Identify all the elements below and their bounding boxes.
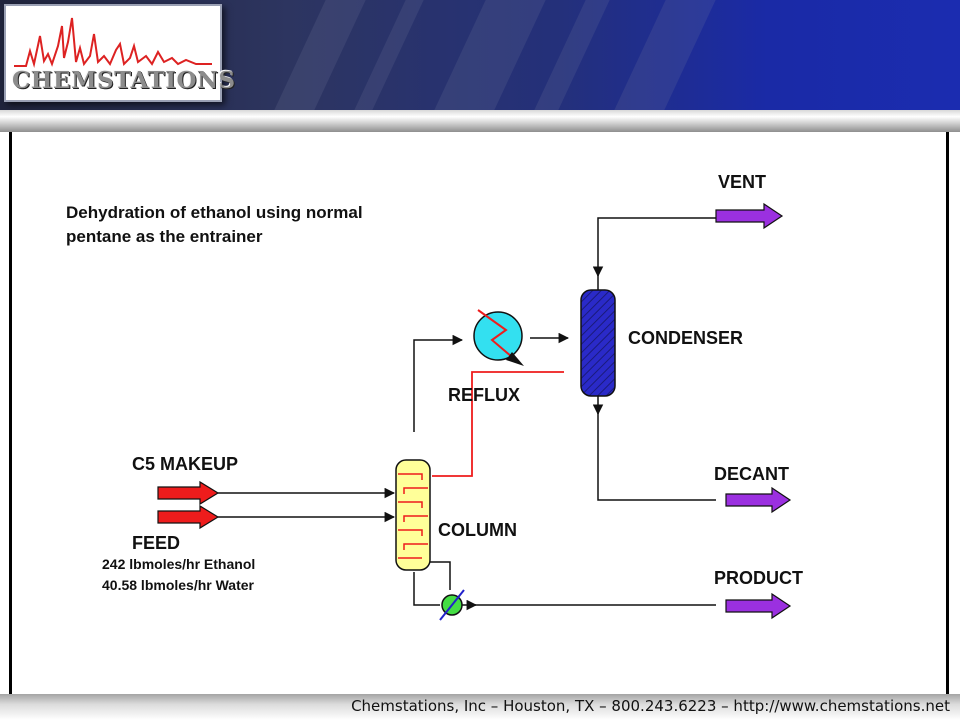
reflux-label: REFLUX [448,385,520,405]
product-arrow-icon [725,592,792,620]
header-banner: CHEMSTATIONS [0,0,960,110]
stream-lines [218,217,716,611]
feed-arrow-icon [157,504,220,530]
reflux-stream [432,371,564,477]
logo-text: CHEMSTATIONS [12,67,236,94]
feed-ethanol-rate: 242 lbmoles/hr Ethanol [102,556,255,572]
decant-label: DECANT [714,464,789,484]
distillation-column-icon [395,459,431,571]
product-label: PRODUCT [714,568,803,588]
footer-contact-text: Chemstations, Inc – Houston, TX – 800.24… [351,697,950,715]
frame-left-border [9,132,12,694]
reboiler-return-stream [430,561,451,590]
frame-right-border [946,132,949,694]
vent-label: VENT [718,172,766,192]
logo: CHEMSTATIONS [4,4,236,102]
header-divider [0,110,960,132]
feed-label: FEED [132,533,180,553]
condenser-label: CONDENSER [628,328,743,348]
column-overhead-stream [413,334,464,432]
footer-bar [0,694,960,720]
diagram-caption-line2: pentane as the entrainer [66,227,263,246]
decant-stream [597,396,716,501]
c5-makeup-arrow-icon [157,480,220,506]
c5-makeup-label: C5 MAKEUP [132,454,238,474]
diagram-caption-line1: Dehydration of ethanol using normal [66,203,363,222]
logo-graph-icon [14,17,212,68]
feed-water-rate: 40.58 lbmoles/hr Water [102,577,255,593]
decant-arrow-icon [725,486,792,514]
vent-stream [597,217,716,290]
column-bottoms-stream [413,572,440,606]
condenser-icon [580,289,616,397]
vent-arrow-icon [715,202,784,230]
column-label: COLUMN [438,520,517,540]
reboiler-icon [439,589,465,621]
heat-exchanger-icon [473,309,524,366]
